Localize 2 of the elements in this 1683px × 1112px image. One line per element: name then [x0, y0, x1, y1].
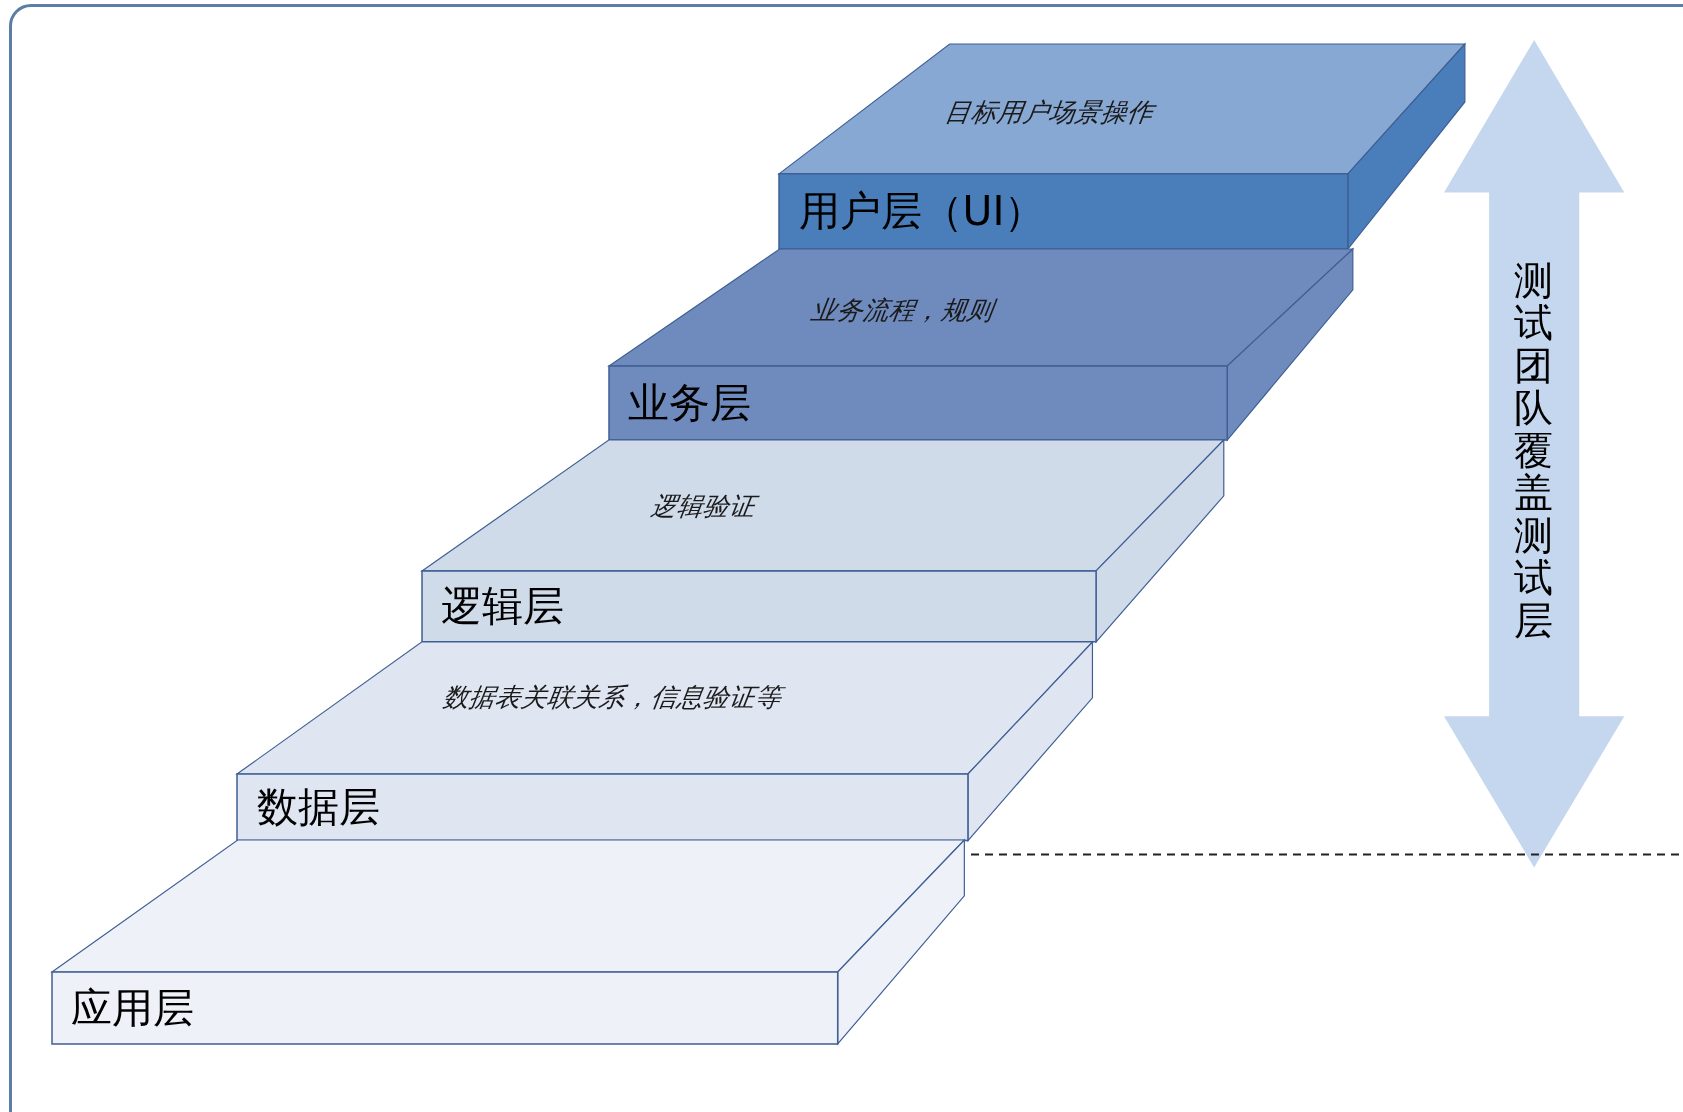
double-arrow: [1443, 39, 1624, 868]
vertical-label: 测试团队覆盖测试层: [1514, 259, 1554, 643]
